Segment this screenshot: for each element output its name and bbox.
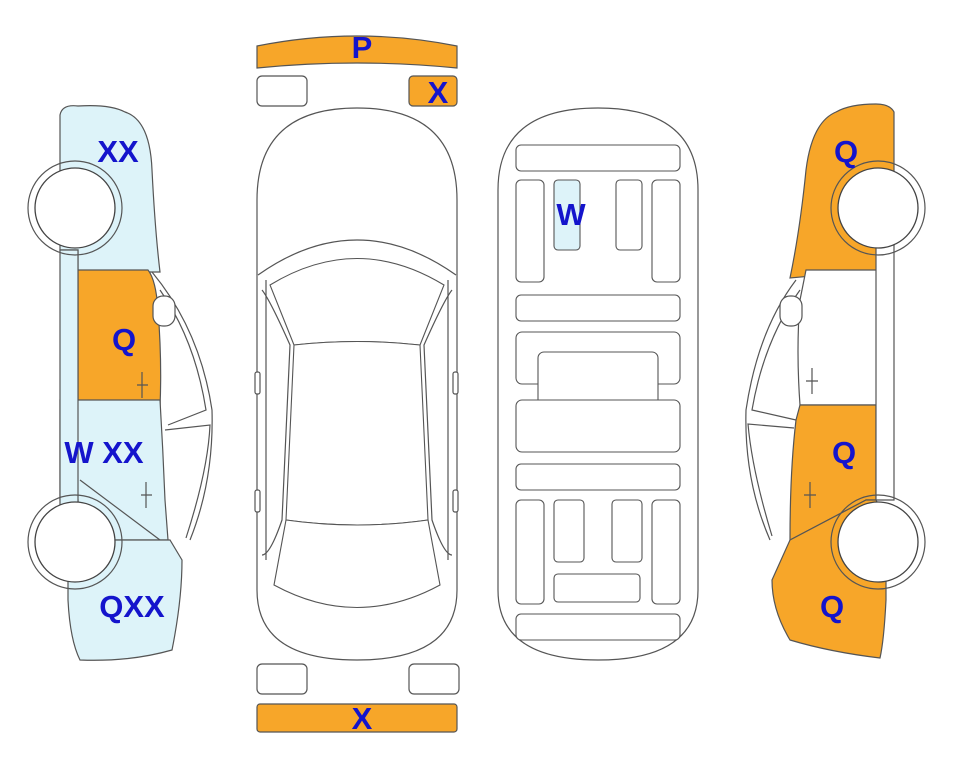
right-sill[interactable] (875, 244, 895, 501)
top-rear-window[interactable] (273, 519, 441, 609)
taillight-left[interactable] (256, 663, 308, 695)
left-rear-quarter-label: QXX (99, 589, 165, 624)
headlight-right-label: X (428, 75, 449, 110)
underbody-left-rail-label: W (556, 197, 586, 232)
top-roof[interactable] (285, 340, 429, 526)
right-rear-quarter-label: Q (820, 589, 844, 624)
rear-bumper-label: X (352, 701, 373, 736)
left-front-door-label: Q (112, 322, 136, 357)
left-rear-door-label: W XX (64, 435, 144, 470)
right-front-wheel[interactable] (837, 167, 919, 249)
taillight-right[interactable] (408, 663, 460, 695)
underbody-left-rail[interactable] (553, 179, 581, 251)
right-rear-wheel[interactable] (837, 501, 919, 583)
left-side-view: XX Q W XX QXX (27, 105, 213, 661)
underbody-view: W (497, 107, 699, 661)
left-front-wheel[interactable] (34, 167, 116, 249)
headlight-right[interactable] (408, 75, 458, 107)
front-bumper-panel[interactable] (256, 35, 458, 69)
headlight-left[interactable] (256, 75, 308, 107)
right-front-door[interactable] (797, 269, 881, 406)
left-rear-wheel[interactable] (34, 501, 116, 583)
front-bumper-label: P (352, 30, 373, 65)
right-front-fender-label: Q (834, 134, 858, 169)
top-windshield[interactable] (269, 257, 445, 346)
left-front-fender-label: XX (97, 134, 139, 169)
rear-bumper-panel[interactable] (256, 703, 458, 733)
right-side-view: Q Q Q (745, 103, 926, 659)
top-view-car (254, 107, 459, 661)
right-rear-door-label: Q (832, 435, 856, 470)
